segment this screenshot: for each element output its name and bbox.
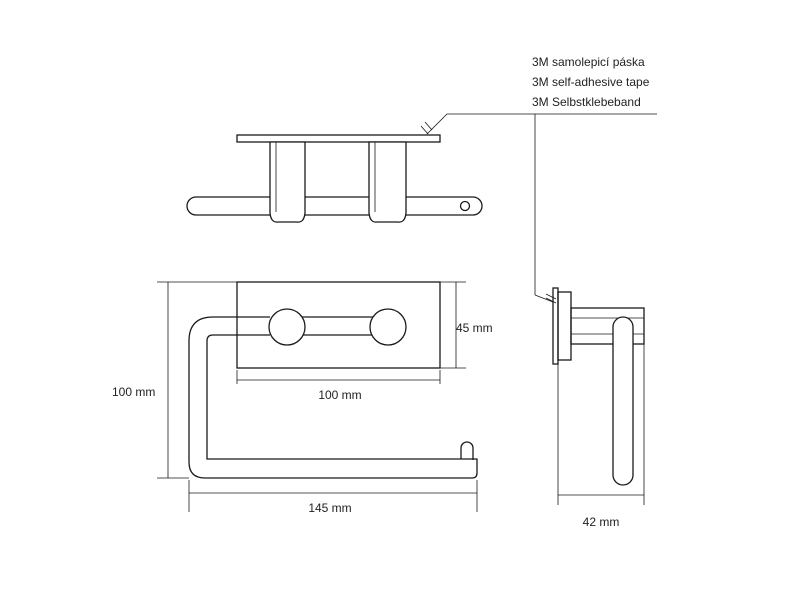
callout-label-en: 3M self-adhesive tape bbox=[532, 75, 650, 89]
callout-tick bbox=[424, 121, 433, 131]
callout-label-de: 3M Selbstklebeband bbox=[532, 95, 641, 109]
dimension-plate-height-label: 45 mm bbox=[456, 321, 493, 335]
side-view-tape bbox=[552, 287, 559, 365]
callout-vertical-leader-end bbox=[534, 294, 554, 303]
top-view-tape-strip bbox=[236, 134, 441, 143]
side-view-base bbox=[557, 291, 572, 361]
front-view bbox=[188, 281, 478, 479]
dimension-total-height: 100 mm bbox=[112, 281, 237, 479]
callout-label-cz: 3M samolepicí páska bbox=[532, 55, 645, 69]
dimension-plate-height: 45 mm bbox=[440, 281, 493, 369]
dimension-total-height-label: 100 mm bbox=[112, 385, 155, 399]
top-view-rod-end-hole bbox=[459, 200, 471, 212]
dimension-total-width: 145 mm bbox=[188, 480, 478, 515]
top-view bbox=[186, 134, 483, 223]
top-view-rod bbox=[186, 196, 483, 216]
front-view-end-stop bbox=[460, 441, 474, 460]
side-view bbox=[545, 287, 645, 486]
dimension-depth: 42 mm bbox=[557, 344, 645, 529]
front-view-cap-right bbox=[369, 308, 407, 346]
dimension-plate-width: 100 mm bbox=[236, 370, 441, 402]
callout-leader-line bbox=[426, 113, 657, 135]
dimension-total-width-label: 145 mm bbox=[308, 501, 351, 515]
top-view-post-left bbox=[269, 141, 306, 223]
side-view-rod bbox=[612, 316, 634, 486]
side-view-tape-tick bbox=[545, 297, 557, 304]
top-view-post-right bbox=[368, 141, 407, 223]
front-view-mounting-plate bbox=[236, 281, 441, 369]
front-view-holder-arm bbox=[188, 316, 478, 479]
front-view-cap-left bbox=[268, 308, 306, 346]
side-view-arm-block bbox=[570, 307, 645, 345]
side-view-tape-tick bbox=[545, 293, 557, 300]
dimension-plate-width-label: 100 mm bbox=[318, 388, 361, 402]
dimension-depth-label: 42 mm bbox=[583, 515, 620, 529]
adhesive-tape-callout: 3M samolepicí páska 3M self-adhesive tap… bbox=[420, 55, 657, 303]
callout-tick bbox=[420, 125, 429, 135]
